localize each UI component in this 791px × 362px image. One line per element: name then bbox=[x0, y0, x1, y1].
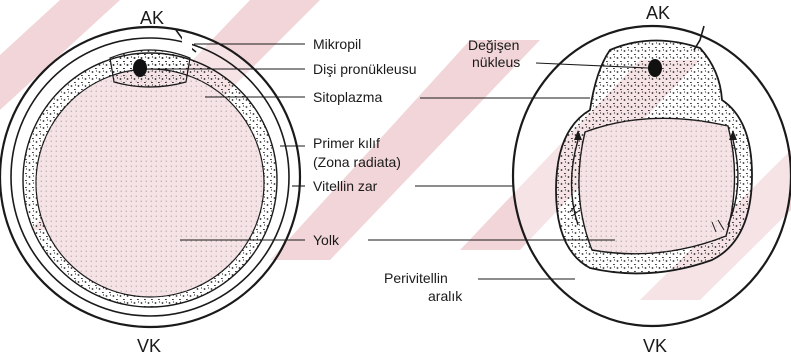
perivitelline-label-2: aralık bbox=[428, 288, 463, 304]
perivitelline-label-1: Perivitellin bbox=[384, 270, 448, 286]
left-bottom-pole-label: VK bbox=[137, 336, 161, 356]
zona-radiata-label-1: Primer kılıf bbox=[313, 135, 380, 151]
vitelline-membrane-label: Vitellin zar bbox=[313, 178, 378, 194]
changing-nucleus-label-1: Değişen bbox=[468, 37, 519, 53]
cytoplasm-label: Sitoplazma bbox=[313, 89, 382, 105]
left-egg bbox=[0, 27, 300, 327]
yolk-label: Yolk bbox=[313, 232, 340, 248]
female-pronucleus-label: Dişi pronükleusu bbox=[313, 61, 417, 77]
right-changing-nucleus bbox=[648, 59, 662, 77]
zona-radiata-label-2: (Zona radiata) bbox=[313, 154, 401, 170]
right-top-pole-label: AK bbox=[646, 3, 670, 23]
right-bottom-pole-label: VK bbox=[643, 336, 667, 356]
right-egg bbox=[513, 26, 791, 326]
changing-nucleus-label-2: nükleus bbox=[472, 54, 520, 70]
micropyle-label: Mikropil bbox=[313, 36, 361, 52]
left-female-pronucleus bbox=[133, 59, 147, 77]
left-top-pole-label: AK bbox=[140, 8, 164, 28]
